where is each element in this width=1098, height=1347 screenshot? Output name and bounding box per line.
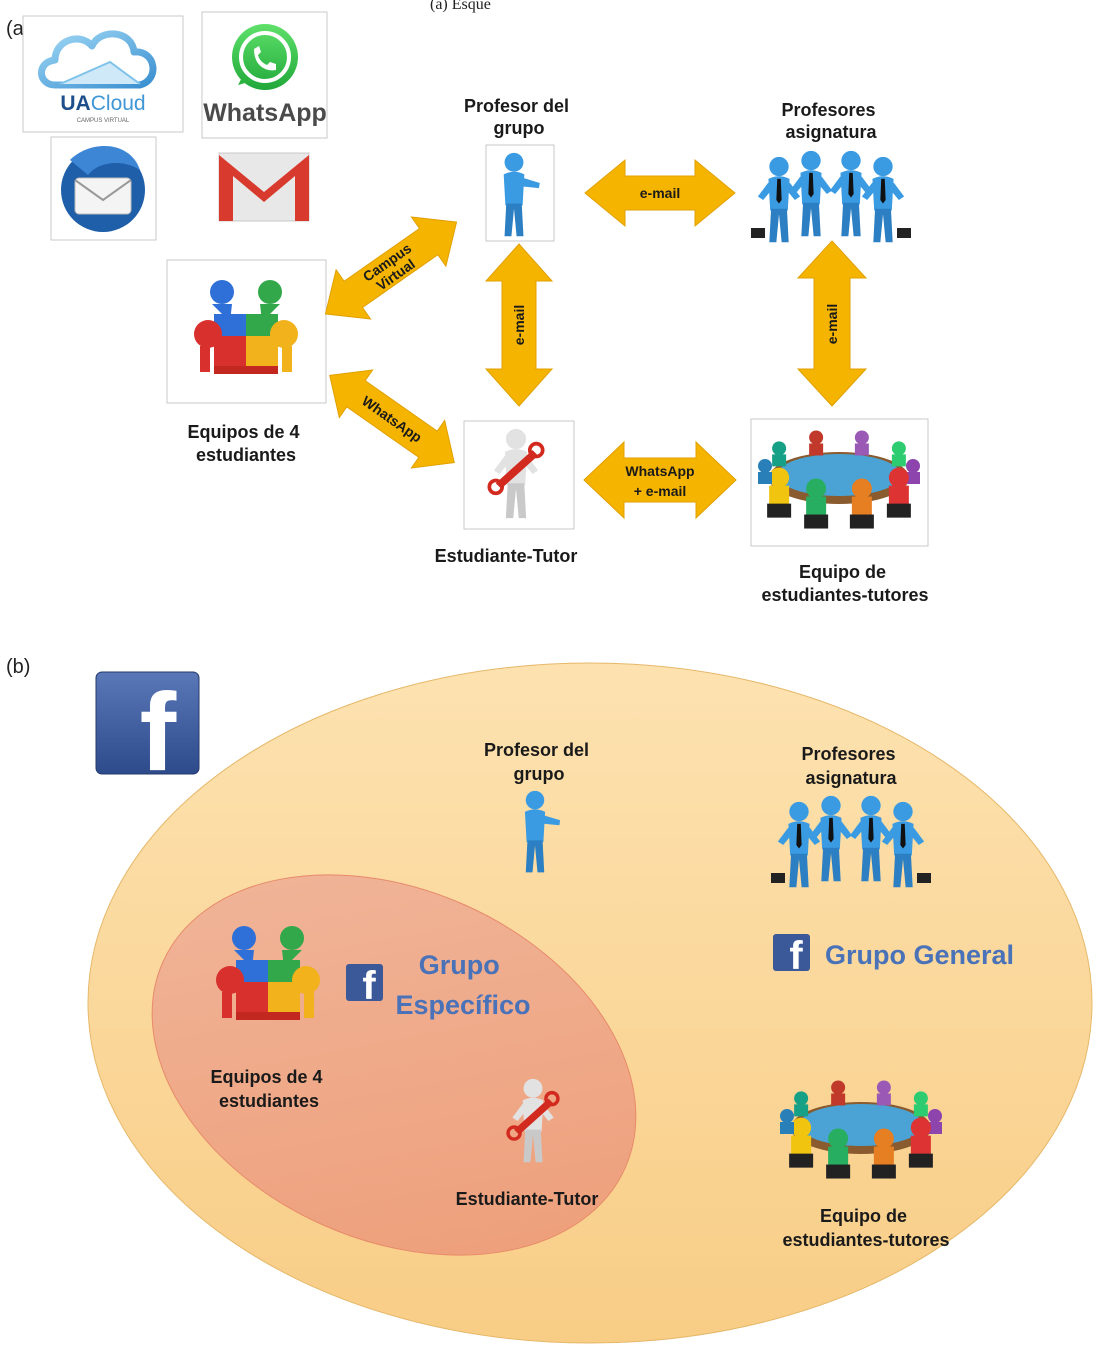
profesores-asignatura-icon <box>751 150 911 243</box>
facebook-small-logo-especifico: f <box>346 964 383 1008</box>
participant-icon <box>873 1128 894 1149</box>
whatsapp-name: WhatsApp <box>203 99 327 127</box>
participant-icon <box>906 459 920 473</box>
participant-icon <box>780 1109 794 1123</box>
estudiante-tutor-icon <box>506 1078 560 1163</box>
person-icon <box>789 150 833 237</box>
participant-icon <box>772 441 787 456</box>
arrow-label-plus-email: + e-mail <box>634 483 687 499</box>
svg-text:UACloud: UACloud <box>60 92 145 115</box>
profesor-grupo-icon <box>503 152 540 237</box>
briefcase-icon <box>751 228 765 238</box>
person-icon <box>881 801 925 888</box>
equipo-tutores-icon <box>780 1080 942 1179</box>
person-icon <box>861 156 905 243</box>
participant-icon <box>769 467 790 488</box>
arrow-equipos-tutor: WhatsApp <box>329 369 455 469</box>
estudiante-tutor-icon <box>487 428 545 519</box>
arrow-label-email-3: e-mail <box>824 304 840 344</box>
b-label-equipo-tutores: Equipo de estudiantes-tutores <box>782 1206 949 1250</box>
facebook-small-icon: f <box>789 934 803 978</box>
participant-icon <box>794 1091 809 1106</box>
participant-icon <box>828 1128 849 1149</box>
equipo-tutores-icon <box>758 430 920 529</box>
briefcase-icon <box>771 873 785 883</box>
participant-icon <box>888 467 909 488</box>
participant-icon <box>791 1117 812 1138</box>
a-label-profesor-grupo: Profesor del grupo <box>464 96 574 138</box>
facebook-logo: f <box>95 671 200 794</box>
participant-icon <box>758 459 772 473</box>
briefcase-icon <box>917 873 931 883</box>
b-label-profesores-asignatura: Profesores asignatura <box>801 744 900 788</box>
participant-icon <box>854 430 869 445</box>
whatsapp-logo: WhatsApp <box>201 11 328 139</box>
participant-icon <box>910 1117 931 1138</box>
participant-icon <box>928 1109 942 1123</box>
a-label-profesores-asignatura: Profesores asignatura <box>781 100 880 142</box>
a-label-estudiante-tutor: Estudiante-Tutor <box>435 546 578 566</box>
a-label-equipo-tutores: Equipo de estudiantes-tutores <box>761 562 928 605</box>
b-label-profesor-grupo: Profesor del grupo <box>484 740 594 784</box>
participant-icon <box>809 430 824 445</box>
arrow-profesor-profesores: e-mail <box>584 158 736 228</box>
uacloud-subtitle: CAMPUS VIRTUAL <box>77 118 130 124</box>
participant-icon <box>891 441 906 456</box>
arrow-label-whatsapp-2: WhatsApp <box>625 463 694 479</box>
participant-icon <box>876 1080 891 1095</box>
profesor-grupo-icon <box>524 790 561 873</box>
profesores-asignatura-icon <box>771 795 931 888</box>
arrow-equipos-profesor: Campus Virtual <box>324 216 458 320</box>
grupo-general-label: Grupo General <box>825 940 1014 970</box>
wrench-icon <box>514 1098 554 1135</box>
panel-b-label: (b) <box>6 656 30 678</box>
equipos-icon <box>194 280 298 374</box>
thunderbird-logo <box>50 136 157 241</box>
caption-fragment: (a) Esque <box>430 0 491 13</box>
participant-icon <box>851 478 872 499</box>
arrow-label-email-2: e-mail <box>511 305 527 345</box>
panel-a-icons <box>194 150 920 529</box>
gmail-icon <box>219 155 309 221</box>
briefcase-icon <box>897 228 911 238</box>
facebook-small-logo-general: f <box>773 934 810 978</box>
wrench-icon <box>495 450 539 489</box>
gmail-logo <box>218 152 310 222</box>
participant-icon <box>913 1091 928 1106</box>
panel-b-icons <box>216 790 942 1179</box>
panel-a-arrows: e-mail Campus Virtual e-mail e-mail What… <box>324 158 868 520</box>
arrow-profesor-tutor: e-mail <box>484 243 554 407</box>
uacloud-logo: UACloud CAMPUS VIRTUAL <box>22 15 184 133</box>
equipos-icon <box>216 926 320 1020</box>
grupo-especifico-label: Grupo Específico <box>395 950 530 1020</box>
b-label-estudiante-tutor: Estudiante-Tutor <box>456 1189 599 1209</box>
facebook-icon: f <box>140 671 177 794</box>
arrow-label-email-1: e-mail <box>640 185 680 201</box>
facebook-small-icon: f <box>362 964 376 1008</box>
arrow-profesores-equipo-tutores: e-mail <box>796 240 868 407</box>
person-icon <box>757 156 801 243</box>
participant-icon <box>806 478 827 499</box>
person-icon <box>777 801 821 888</box>
participant-icon <box>831 1080 846 1095</box>
arrow-tutor-equipo-tutores: WhatsApp + e-mail <box>583 440 737 520</box>
a-label-equipos: Equipos de 4 estudiantes <box>187 422 304 465</box>
person-icon <box>809 795 853 882</box>
person-icon <box>849 795 893 882</box>
person-icon <box>829 150 873 237</box>
uacloud-name-ua: UA <box>60 92 90 115</box>
b-label-equipos: Equipos de 4 estudiantes <box>210 1067 327 1111</box>
cloud-icon <box>38 30 157 89</box>
uacloud-name-cloud: Cloud <box>91 92 146 115</box>
